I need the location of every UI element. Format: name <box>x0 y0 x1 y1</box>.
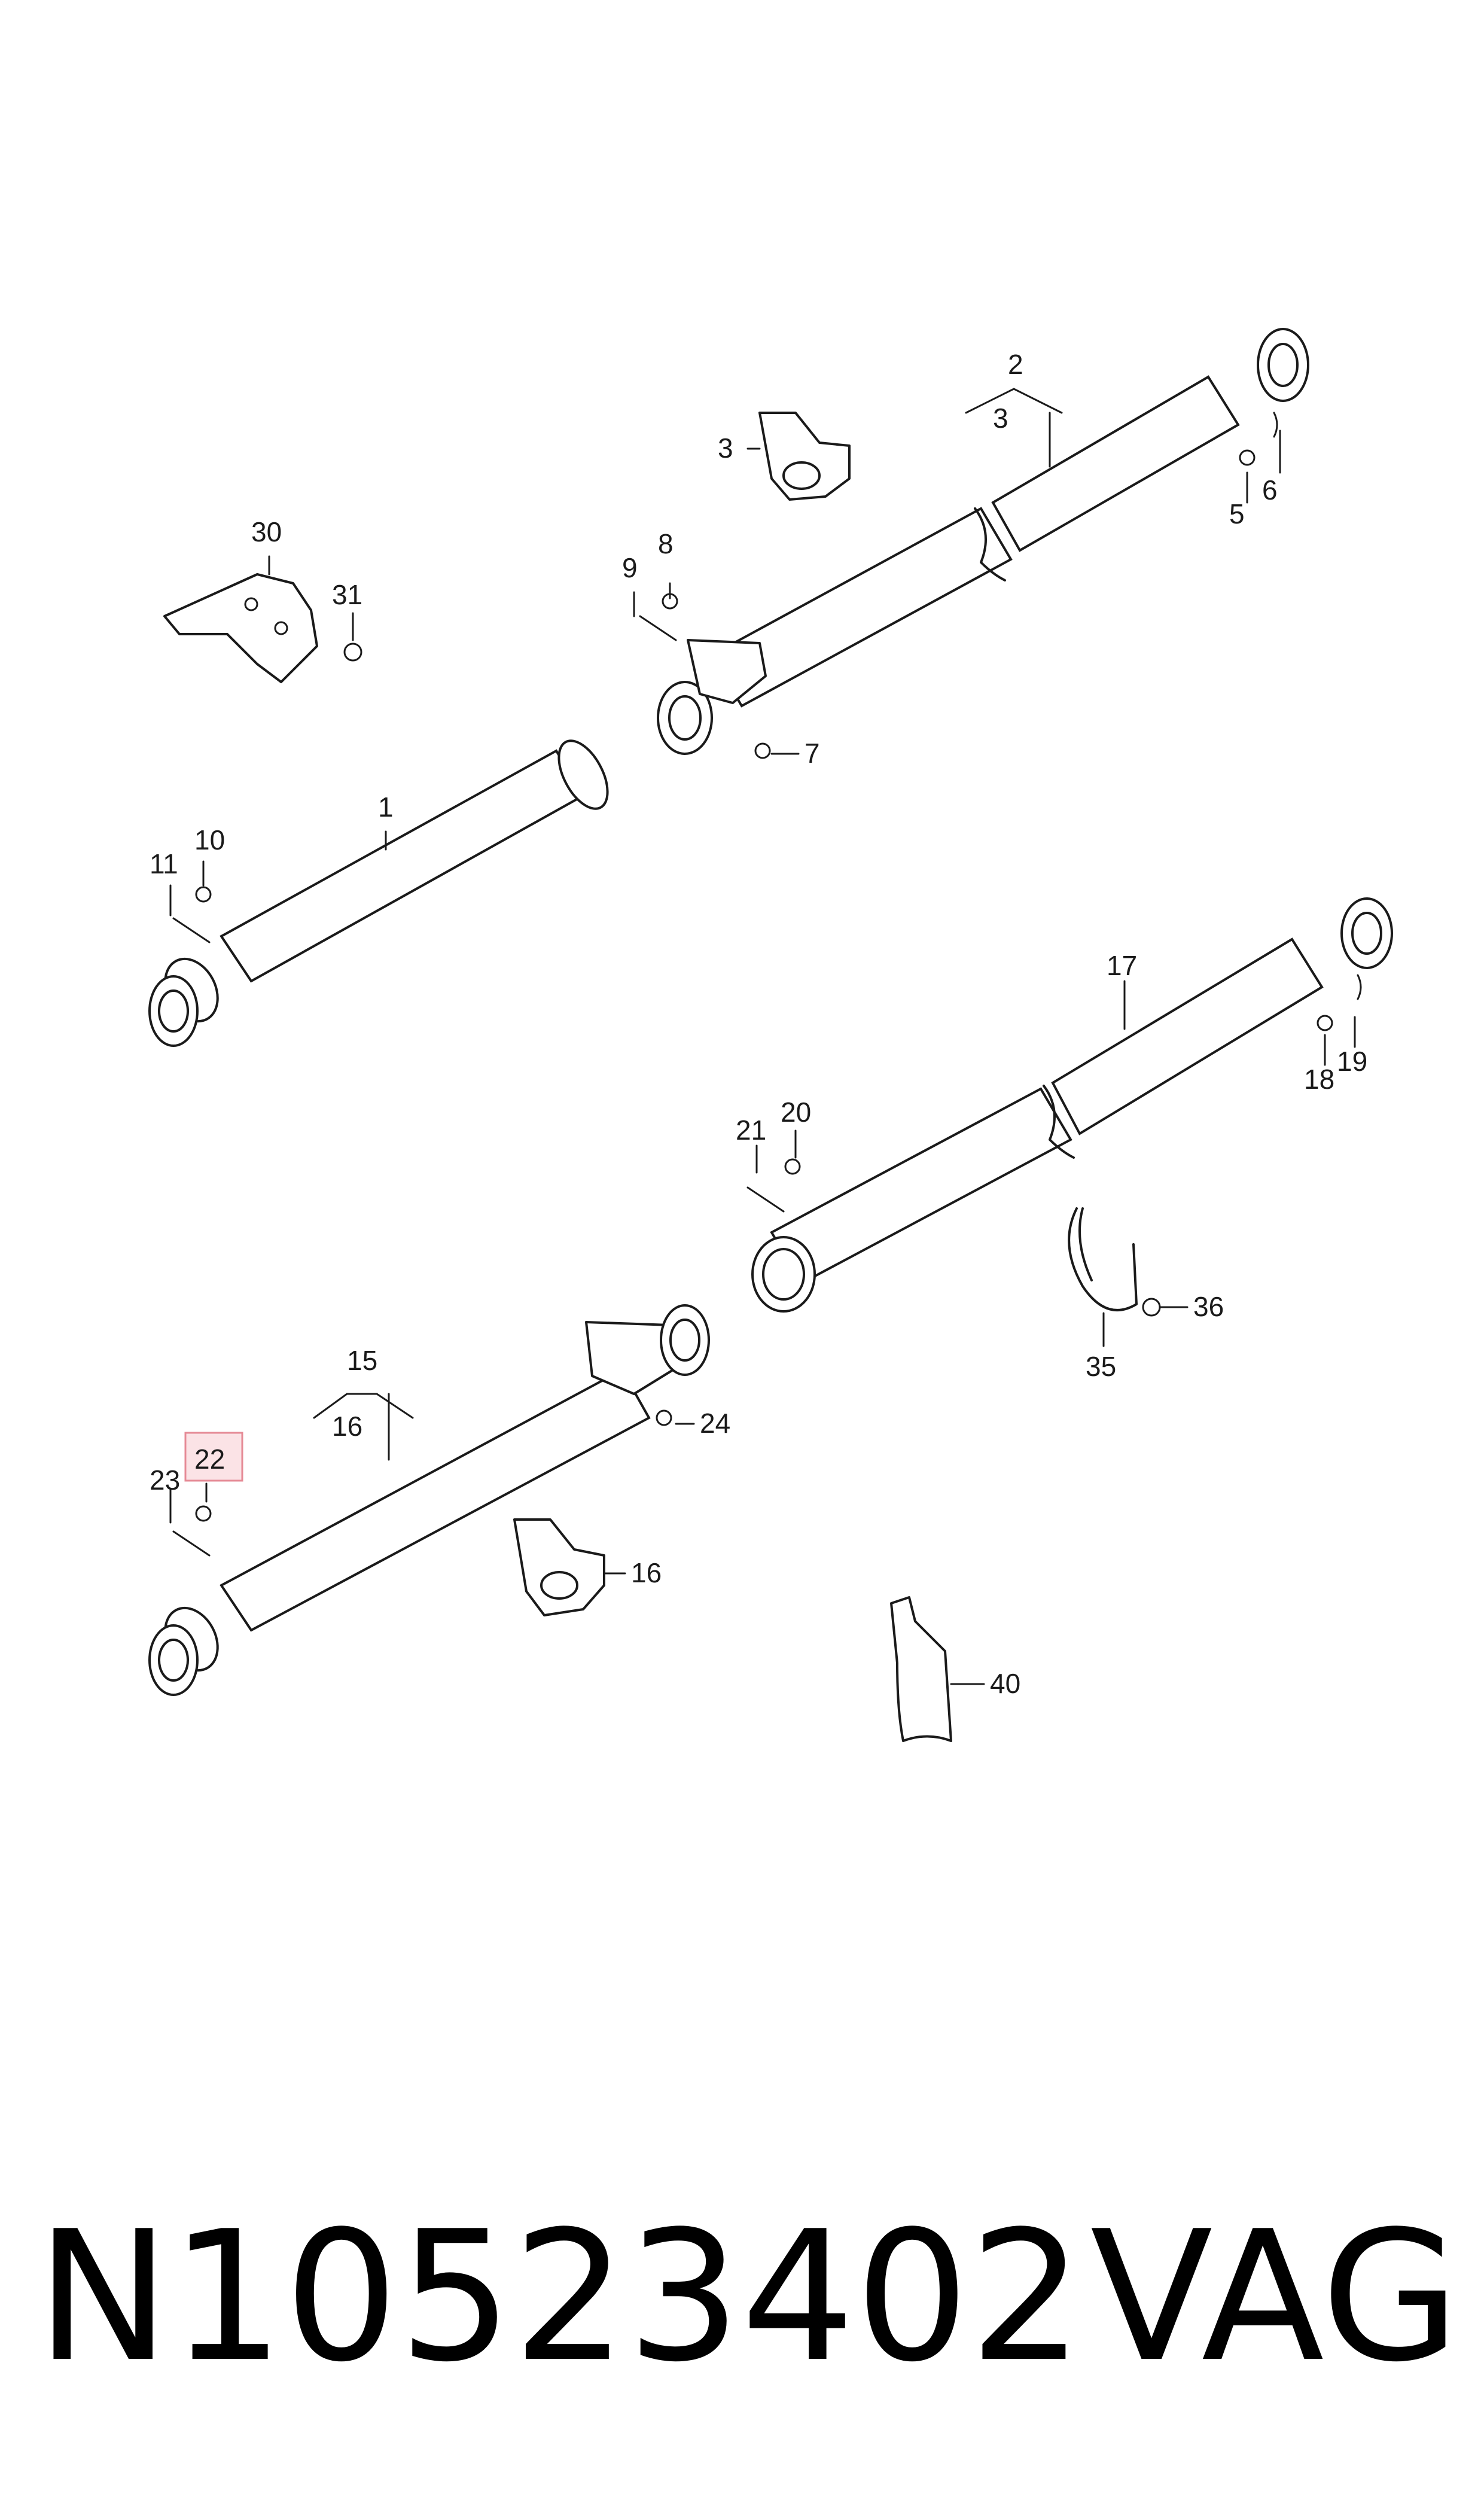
propshaft-front-15 <box>148 1304 710 1696</box>
callout-9: 9 <box>622 552 638 583</box>
callout-30: 30 <box>251 516 282 547</box>
heat-shield-30 <box>163 573 318 683</box>
callout-2: 2 <box>1008 349 1023 380</box>
callout-8: 8 <box>658 528 674 559</box>
callout-23: 23 <box>150 1464 180 1496</box>
callout-1: 1 <box>378 791 394 823</box>
clamp-35 <box>1068 1207 1138 1311</box>
callout-3-top: 3 <box>993 403 1008 434</box>
callout-6: 6 <box>1262 474 1278 506</box>
grease-tube-40 <box>890 1596 952 1742</box>
callout-19: 19 <box>1337 1046 1367 1077</box>
callout-31: 31 <box>332 579 362 610</box>
center-bearing-3 <box>758 412 851 501</box>
brand-label: VAG <box>1090 2193 1460 2401</box>
propshaft-rear-2 <box>657 328 1309 755</box>
callout-15: 15 <box>347 1345 377 1376</box>
callout-21: 21 <box>736 1115 766 1146</box>
callout-35: 35 <box>1086 1351 1116 1382</box>
callout-5: 5 <box>1229 498 1245 529</box>
callout-40: 40 <box>990 1668 1020 1699</box>
center-bearing-16 <box>513 1518 605 1616</box>
callout-17: 17 <box>1107 950 1137 981</box>
callout-36: 36 <box>1193 1291 1224 1322</box>
callout-labels: 2 3 3 5 6 7 8 9 1 10 11 30 31 17 18 19 2… <box>150 349 1367 1699</box>
propshaft-rear-17 <box>751 897 1393 1313</box>
callout-22-highlight <box>184 1432 243 1482</box>
callout-16-shaft: 16 <box>332 1411 362 1442</box>
callout-22: 22 <box>194 1444 225 1475</box>
leader-lines <box>169 388 1356 1685</box>
callout-18: 18 <box>1304 1064 1334 1095</box>
small-fasteners <box>172 412 1362 1557</box>
part-number-label: N10523402 <box>36 2193 1084 2401</box>
callout-7: 7 <box>805 738 820 769</box>
callout-20: 20 <box>781 1097 811 1128</box>
callout-24: 24 <box>700 1408 730 1439</box>
callout-16-bracket: 16 <box>631 1557 662 1588</box>
callout-3-bracket: 3 <box>718 433 733 464</box>
propshaft-front-1 <box>148 739 609 1047</box>
callout-10: 10 <box>194 824 225 855</box>
callout-11: 11 <box>150 848 178 879</box>
